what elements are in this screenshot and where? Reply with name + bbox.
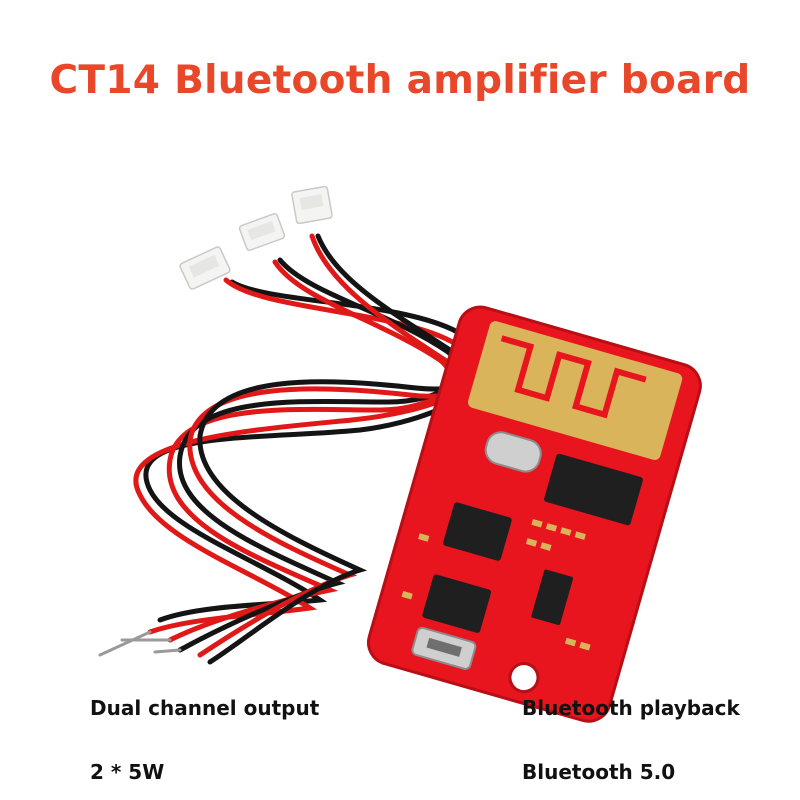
- page-title: CT14 Bluetooth amplifier board: [49, 58, 751, 103]
- feature-bt-version: Bluetooth 5.0: [522, 760, 676, 784]
- pcb-board: [366, 305, 702, 723]
- wire-harness: [98, 233, 488, 665]
- jst-connectors: [179, 185, 333, 290]
- feature-bt-playback: Bluetooth playback: [522, 696, 740, 720]
- feature-dual-channel: Dual channel output: [90, 696, 320, 720]
- feature-power: 2 * 5W: [90, 760, 165, 784]
